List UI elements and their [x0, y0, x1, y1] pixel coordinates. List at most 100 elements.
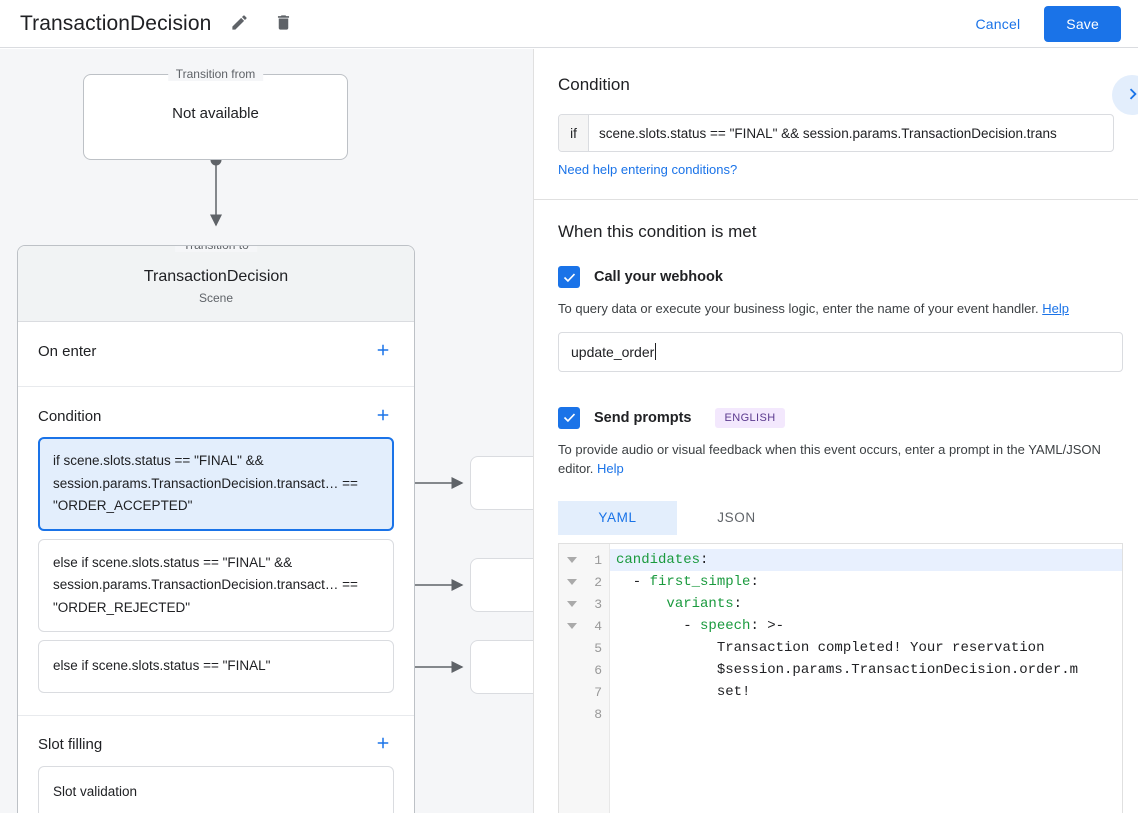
- scene-header: TransactionDecision Scene: [18, 246, 414, 322]
- code-token-punct: : >-: [750, 618, 785, 634]
- code-token-key: first_simple: [649, 574, 751, 590]
- gutter-line-8: 8: [559, 703, 609, 725]
- transition-target-box[interactable]: [470, 456, 533, 510]
- condition-if-label: if: [559, 115, 589, 151]
- condition-input-row[interactable]: if scene.slots.status == "FINAL" && sess…: [558, 114, 1114, 152]
- save-button[interactable]: Save: [1044, 6, 1121, 42]
- fold-triangle-icon[interactable]: [567, 623, 577, 629]
- gutter-line-2: 2: [559, 571, 609, 593]
- editor-code-area[interactable]: candidates: - first_simple: variants: - …: [610, 544, 1122, 813]
- condition-help-link[interactable]: Need help entering conditions?: [558, 162, 738, 177]
- code-token-punct: :: [700, 552, 709, 568]
- transition-target-box[interactable]: [470, 640, 533, 694]
- gutter-line-3: 3: [559, 593, 609, 615]
- code-token-key: variants: [666, 596, 734, 612]
- page-title: TransactionDecision: [20, 11, 212, 35]
- line-number: 7: [594, 684, 602, 700]
- transition-from-box: Transition from Not available: [83, 67, 348, 160]
- section-on-enter: On enter: [18, 322, 414, 387]
- when-condition-met-section: When this condition is met Call your web…: [534, 200, 1138, 535]
- send-prompts-checkbox[interactable]: [558, 406, 580, 429]
- condition-section: Condition if scene.slots.status == "FINA…: [534, 49, 1138, 200]
- add-on-enter-button[interactable]: [372, 340, 394, 362]
- language-badge: ENGLISH: [715, 407, 785, 428]
- code-line[interactable]: variants:: [610, 593, 1122, 615]
- transition-target-box[interactable]: [470, 558, 533, 612]
- send-prompts-row[interactable]: Send prompts ENGLISH: [558, 406, 1114, 429]
- fold-triangle-icon[interactable]: [567, 579, 577, 585]
- condition-card[interactable]: else if scene.slots.status == "FINAL" &&…: [38, 538, 394, 633]
- webhook-handler-input[interactable]: update_order: [558, 331, 1123, 372]
- code-line[interactable]: [610, 703, 1122, 725]
- gutter-line-6: 6: [559, 659, 609, 681]
- gutter-line-1: 1: [559, 549, 609, 571]
- add-condition-button[interactable]: [372, 405, 394, 427]
- section-title-slot-filling: Slot filling: [38, 736, 103, 754]
- transition-from-legend: Transition from: [167, 67, 264, 81]
- gutter-line-7: 7: [559, 681, 609, 703]
- code-line[interactable]: candidates:: [610, 549, 1122, 571]
- code-line[interactable]: - speech: >-: [610, 615, 1122, 637]
- details-pane: Condition if scene.slots.status == "FINA…: [533, 49, 1138, 813]
- call-webhook-help-copy: To query data or execute your business l…: [558, 301, 1039, 316]
- condition-card[interactable]: else if scene.slots.status == "FINAL": [38, 640, 394, 693]
- line-number: 8: [594, 706, 602, 722]
- line-number: 4: [594, 618, 602, 634]
- transition-to-legend: Transition to: [175, 246, 257, 252]
- plus-icon: [374, 734, 392, 755]
- line-number: 5: [594, 640, 602, 656]
- delete-button[interactable]: [267, 8, 299, 40]
- call-webhook-row[interactable]: Call your webhook: [558, 266, 1114, 288]
- tab-yaml[interactable]: YAML: [558, 500, 677, 535]
- app-header: TransactionDecision Cancel Save: [0, 0, 1138, 48]
- scene-title: TransactionDecision: [143, 268, 289, 285]
- code-token-plain: set!: [616, 684, 751, 700]
- call-webhook-help-link[interactable]: Help: [1042, 301, 1069, 316]
- transition-from-value: Not available: [172, 105, 259, 122]
- add-slot-filling-button[interactable]: [372, 734, 394, 756]
- scene-card: Transition to TransactionDecision Scene …: [17, 245, 415, 813]
- condition-card-selected[interactable]: if scene.slots.status == "FINAL" && sess…: [38, 437, 394, 531]
- condition-input[interactable]: scene.slots.status == "FINAL" && session…: [599, 125, 1057, 141]
- cancel-button[interactable]: Cancel: [962, 7, 1035, 41]
- gutter-line-4: 4: [559, 615, 609, 637]
- plus-icon: [374, 341, 392, 362]
- gutter-line-5: 5: [559, 637, 609, 659]
- fold-triangle-icon[interactable]: [567, 601, 577, 607]
- call-webhook-label: Call your webhook: [594, 269, 723, 285]
- code-line[interactable]: set!: [610, 681, 1122, 703]
- call-webhook-checkbox[interactable]: [558, 266, 580, 288]
- edit-title-button[interactable]: [223, 8, 255, 40]
- scene-graph-canvas[interactable]: Transition from Not available Transition…: [0, 49, 533, 813]
- send-prompts-help-link[interactable]: Help: [597, 461, 624, 476]
- send-prompts-help-copy: To provide audio or visual feedback when…: [558, 441, 1101, 477]
- send-prompts-label: Send prompts: [594, 409, 692, 426]
- slot-validation-card[interactable]: Slot validation: [38, 765, 394, 813]
- chevron-right-icon: [1120, 83, 1138, 108]
- code-token-punct: :: [733, 596, 743, 612]
- editor-format-tabs: YAML JSON: [558, 500, 1114, 535]
- tab-json[interactable]: JSON: [677, 501, 796, 535]
- code-line[interactable]: Transaction completed! Your reservation: [610, 637, 1122, 659]
- plus-icon: [374, 406, 392, 427]
- header-actions: Cancel Save: [962, 0, 1121, 48]
- code-token-plain: -: [616, 574, 650, 590]
- scene-subtitle: Scene: [198, 291, 234, 305]
- call-webhook-help-text: To query data or execute your business l…: [558, 299, 1110, 319]
- webhook-handler-value: update_order: [571, 343, 655, 360]
- code-line[interactable]: $session.params.TransactionDecision.orde…: [610, 659, 1122, 681]
- line-number: 3: [594, 596, 602, 612]
- fold-triangle-icon[interactable]: [567, 557, 577, 563]
- section-title-condition: Condition: [38, 407, 102, 425]
- expand-panel-button[interactable]: [1112, 75, 1138, 115]
- pencil-icon: [230, 13, 249, 35]
- section-condition: Condition if scene.slots.status == "FINA…: [18, 387, 414, 716]
- code-token-plain: -: [616, 618, 701, 634]
- code-line[interactable]: - first_simple:: [610, 571, 1122, 593]
- section-slot-filling: Slot filling Slot validation: [18, 716, 414, 813]
- code-token-punct: :: [750, 574, 759, 590]
- code-token-plain: $session.params.TransactionDecision.orde…: [616, 662, 1079, 678]
- section-title-on-enter: On enter: [38, 342, 97, 360]
